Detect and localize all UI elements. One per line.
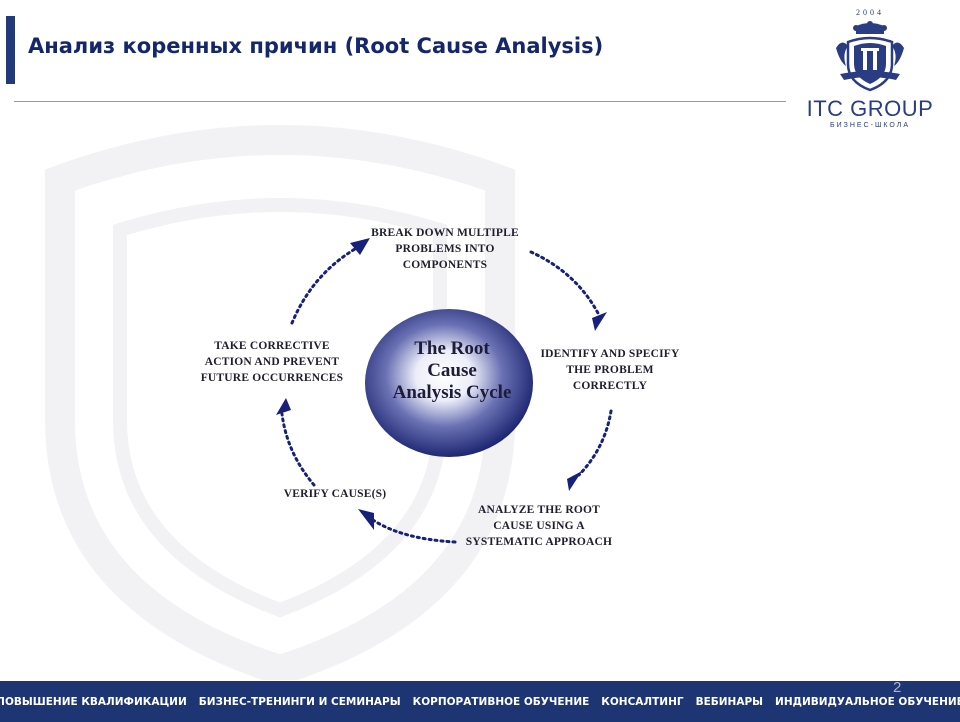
page-number: 2 (893, 679, 902, 696)
step-verify: VERIFY CAUSE(S) (283, 488, 387, 500)
step-analyze: ANALYZE THE ROOT CAUSE USING A SYSTEMATI… (465, 504, 613, 548)
footer-item-trainings[interactable]: БИЗНЕС-ТРЕНИНГИ И СЕМИНАРЫ (198, 695, 401, 708)
arrow-path-1 (529, 250, 601, 317)
arrow-head-5 (350, 238, 370, 255)
arrow-head-4 (276, 398, 291, 415)
logo-year: 2004 (856, 8, 884, 17)
footer-item-qualification[interactable]: ПОВЫШЕНИЕ КВАЛИФИКАЦИИ (0, 695, 187, 708)
cycle-graphic (276, 238, 613, 544)
arrow-head-2 (567, 471, 582, 491)
footer-item-webinars[interactable]: ВЕБИНАРЫ (695, 695, 764, 708)
footer-item-consulting[interactable]: КОНСАЛТИНГ (601, 695, 684, 708)
logo-subtitle: БИЗНЕС-ШКОЛА (829, 122, 910, 129)
arrow-path-3 (371, 518, 457, 544)
cycle-center-label: The Root Cause Analysis Cycle (392, 338, 512, 403)
itc-group-logo: 2004 ITC GROUP БИЗНЕС-ШКОЛА (800, 8, 940, 132)
footer-nav: ПОВЫШЕНИЕ КВАЛИФИКАЦИИ БИЗНЕС-ТРЕНИНГИ И… (0, 681, 960, 722)
arrow-head-3 (358, 509, 374, 530)
root-cause-cycle-diagram: The Root Cause Analysis Cycle BREAK DOWN… (187, 203, 717, 579)
logo-name: ITC GROUP (806, 96, 934, 121)
title-accent-bar (6, 16, 15, 84)
arrow-path-2 (577, 409, 613, 477)
arrow-path-5 (290, 247, 357, 325)
title-divider (14, 101, 786, 102)
arrow-path-4 (280, 412, 316, 487)
arrow-head-1 (592, 312, 607, 331)
crest-icon (836, 21, 904, 92)
center-sphere (365, 309, 533, 457)
footer-item-corporate[interactable]: КОРПОРАТИВНОЕ ОБУЧЕНИЕ (412, 695, 590, 708)
crest-watermark (45, 125, 515, 680)
footer-item-individual[interactable]: ИНДИВИДУАЛЬНОЕ ОБУЧЕНИЕ (775, 695, 960, 708)
page-title: Анализ коренных причин (Root Cause Analy… (28, 34, 604, 58)
step-identify: IDENTIFY AND SPECIFY THE PROBLEM CORRECT… (540, 348, 680, 392)
step-break-down: BREAK DOWN MULTIPLE PROBLEMS INTO COMPON… (371, 227, 519, 271)
step-corrective-action: TAKE CORRECTIVE ACTION AND PREVENT FUTUR… (200, 340, 344, 384)
